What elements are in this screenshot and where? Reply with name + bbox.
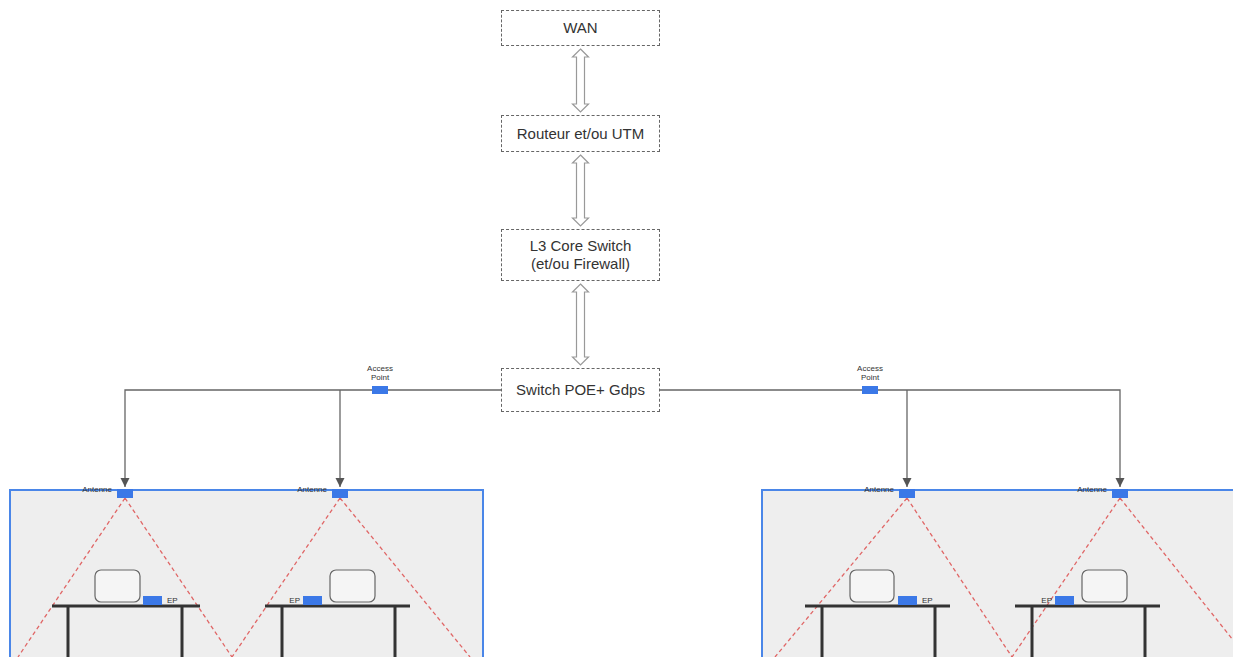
coverage-lines xyxy=(18,498,1233,657)
annotation-label: EP xyxy=(1032,596,1052,605)
room-right xyxy=(762,490,1233,657)
network-device-box: Switch POE+ Gdps xyxy=(501,368,660,412)
network-device-box: L3 Core Switch (et/ou Firewall) xyxy=(501,229,660,281)
network-device-box: WAN xyxy=(501,10,660,46)
double-arrow-connector xyxy=(573,49,589,112)
access-point-icon xyxy=(862,386,878,394)
double-arrow-connector xyxy=(573,155,589,226)
box-label: Routeur et/ou UTM xyxy=(517,125,645,143)
access-point-icon xyxy=(372,386,388,394)
box-label: WAN xyxy=(563,19,597,37)
double-arrow-connector xyxy=(573,284,589,365)
annotation-label: Antenne xyxy=(62,485,112,494)
annotation-label: EP xyxy=(280,596,300,605)
annotation-label: Access Point xyxy=(850,364,890,382)
annotation-label: Access Point xyxy=(360,364,400,382)
box-label: L3 Core Switch (et/ou Firewall) xyxy=(510,237,651,273)
annotation-label: Antenne xyxy=(1057,485,1107,494)
antenna-icons xyxy=(117,489,1128,498)
annotation-label: EP xyxy=(167,596,187,605)
annotation-label: Antenne xyxy=(277,485,327,494)
box-label: Switch POE+ Gdps xyxy=(516,381,645,399)
network-device-box: Routeur et/ou UTM xyxy=(501,115,660,152)
annotation-label: EP xyxy=(922,596,942,605)
annotation-label: Antenne xyxy=(844,485,894,494)
room-left xyxy=(10,490,483,657)
desks xyxy=(52,570,1160,657)
